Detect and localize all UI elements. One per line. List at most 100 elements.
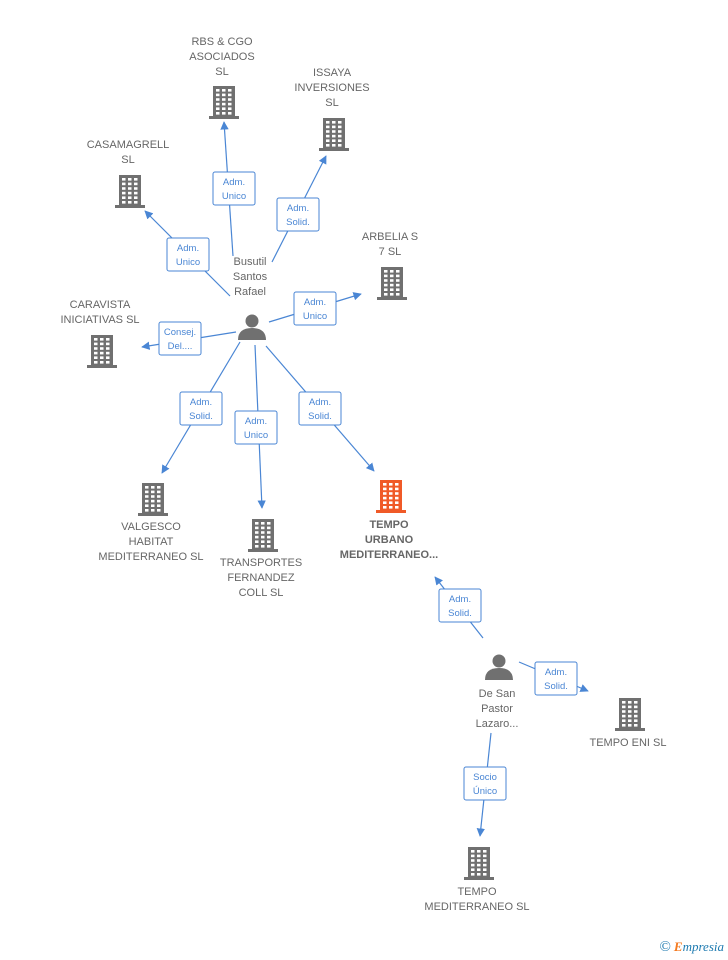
node-label-line: CARAVISTA — [70, 299, 131, 311]
edge-label-box — [438, 588, 482, 623]
node-label: CASAMAGRELL SL — [87, 139, 170, 166]
node-label-line: De San — [479, 688, 516, 700]
node-label-line: CASAMAGRELL — [87, 139, 170, 151]
edge-label-p1-arbelia[interactable]: Adm.Unico — [293, 291, 337, 326]
edge-label-box — [234, 410, 278, 445]
edge-label-text: Único — [473, 786, 497, 797]
node-label-line: MEDITERRANEO... — [340, 549, 438, 561]
person-icon — [485, 654, 513, 680]
node-label-line: INVERSIONES — [294, 82, 369, 94]
company-node-tempourbano[interactable]: TEMPOURBANOMEDITERRANEO... — [340, 480, 438, 561]
edge-label-text: Adm. — [545, 667, 567, 678]
edge-label-p1-transportes[interactable]: Adm. Unico — [234, 410, 278, 445]
node-label-line: SL — [121, 154, 134, 166]
copyright-brand: ©Empresia — [660, 939, 724, 956]
edge-label-text: Adm. — [223, 177, 245, 188]
building-icon — [319, 118, 349, 151]
edge-label-text: Solid. — [544, 681, 568, 692]
brand-initial: E — [673, 939, 683, 954]
edge-label-p1-valgesco[interactable]: Adm. Solid. — [179, 391, 223, 426]
building-icon — [115, 175, 145, 208]
company-node-arbelia[interactable]: ARBELIA S7 SL — [362, 231, 418, 300]
person-node-p2[interactable]: De SanPastorLazaro... — [476, 654, 519, 731]
edge-label-text: Solid. — [189, 411, 213, 422]
copyright-symbol: © — [659, 939, 671, 955]
building-icon — [615, 698, 645, 731]
edge-label-box — [158, 321, 202, 356]
node-label-line: MEDITERRANEO SL — [424, 901, 529, 913]
edge-label-p1-caravista[interactable]: Consej. Del.... — [158, 321, 202, 356]
building-icon — [87, 335, 117, 368]
edge-label-text: Del.... — [168, 341, 193, 352]
node-label-line: Lazaro... — [476, 718, 519, 730]
node-label-line: Santos — [233, 271, 268, 283]
edge-label-p2-tempoeni[interactable]: Adm. Solid. — [534, 661, 578, 696]
edge-label-p1-rbs[interactable]: Adm. Unico — [212, 171, 256, 206]
edge-label-text: Socio — [473, 772, 497, 783]
node-label-line: TRANSPORTES — [220, 557, 302, 569]
node-label-line: 7 SL — [379, 246, 402, 258]
edge-label-text: Adm. — [245, 416, 267, 427]
edges-layer — [141, 121, 589, 837]
node-label: De SanPastorLazaro... — [476, 688, 519, 730]
edge-label-p1-tempourbano[interactable]: Adm. Solid. — [298, 391, 342, 426]
building-icon — [376, 480, 406, 513]
edge-label-box — [179, 391, 223, 426]
edge-label-text: Adm. — [177, 243, 199, 254]
edge-label-box — [534, 661, 578, 696]
edge-label-p2-tempourbano[interactable]: Adm. Solid. — [438, 588, 482, 623]
node-label-line: Pastor — [481, 703, 513, 715]
edge-label-box — [298, 391, 342, 426]
node-label-line: COLL SL — [239, 587, 284, 599]
edge-label-text: Unico — [176, 257, 200, 268]
node-label: TEMPOURBANOMEDITERRANEO... — [340, 519, 438, 561]
building-icon — [248, 519, 278, 552]
node-label-line: RBS & CGO — [191, 36, 253, 48]
edge-label-text: Consej. — [164, 327, 196, 338]
company-node-transportes[interactable]: TRANSPORTES FERNANDEZ COLL SL — [220, 519, 302, 599]
node-label-line: MEDITERRANEO SL — [98, 551, 203, 563]
node-label-line: URBANO — [365, 534, 414, 546]
edge-label-text: Solid. — [448, 608, 472, 619]
edge-label-p1-issaya[interactable]: Adm. Solid. — [276, 197, 320, 232]
edge-label-text: Solid. — [308, 411, 332, 422]
company-node-issaya[interactable]: ISSAYA INVERSIONES SL — [294, 67, 370, 151]
brand-name: mpresia — [682, 939, 724, 954]
node-label-line: HABITAT — [129, 536, 174, 548]
node-label-line: FERNANDEZ — [227, 572, 295, 584]
edge-label-box — [276, 197, 320, 232]
node-label: ARBELIA S7 SL — [362, 231, 418, 258]
company-node-tempoeni[interactable]: TEMPO ENI SL — [589, 698, 667, 749]
edge-label-text: Unico — [244, 430, 268, 441]
edge-label-text: Adm. — [449, 594, 471, 605]
edge-label-text: Unico — [222, 191, 246, 202]
edge-label-p1-casamagrell[interactable]: Adm. Unico — [166, 237, 210, 272]
edge-label-text: Unico — [303, 311, 327, 322]
building-icon — [138, 483, 168, 516]
edge-label-text: Adm. — [287, 203, 309, 214]
node-label-line: TEMPO ENI SL — [589, 737, 666, 749]
building-icon — [464, 847, 494, 880]
edge-label-text: Solid. — [286, 217, 310, 228]
edge-label-text: Adm. — [309, 397, 331, 408]
edge-label-text: Adm. — [190, 397, 212, 408]
node-label-line: SL — [215, 66, 228, 78]
node-label-line: ISSAYA — [313, 67, 352, 79]
company-node-casamagrell[interactable]: CASAMAGRELL SL — [87, 139, 170, 208]
node-label-line: SL — [325, 97, 338, 109]
person-icon — [238, 314, 266, 340]
edge-label-box — [166, 237, 210, 272]
